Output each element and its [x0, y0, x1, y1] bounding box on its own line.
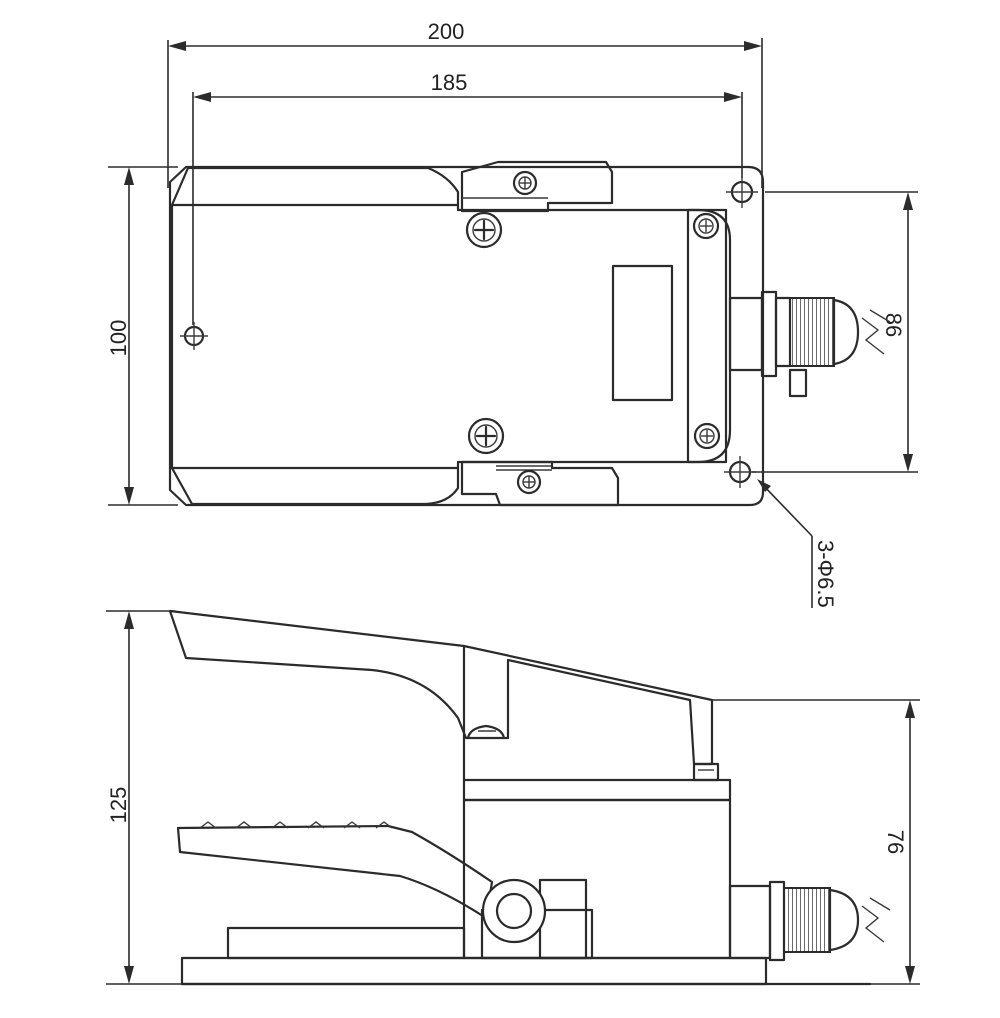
- label-window: [611, 264, 674, 402]
- mounting-hole-top-right: [726, 176, 758, 208]
- dim-125-label: 125: [106, 787, 131, 824]
- dim-100: 100: [106, 166, 178, 506]
- screw-bottom-pedal: [467, 417, 505, 455]
- base-plate-side: [180, 956, 768, 986]
- dim-200: 200: [167, 19, 763, 188]
- treadle: [176, 821, 494, 920]
- dim-86: 86: [752, 191, 918, 473]
- top-hinge-bracket: [460, 160, 614, 213]
- switch-box: [686, 208, 732, 464]
- dim-100-label: 100: [106, 320, 131, 357]
- dim-76-label: 76: [883, 830, 908, 854]
- dim-86-label: 86: [881, 313, 906, 337]
- screw-box-top: [692, 212, 720, 240]
- screw-top-bracket: [512, 170, 538, 196]
- support-block: [226, 926, 466, 960]
- bottom-hinge-bracket: [460, 460, 620, 507]
- mounting-hole-bottom-right: [724, 456, 756, 488]
- top-view: 200 185 100 86: [106, 19, 918, 608]
- pedal-outline: [170, 166, 728, 506]
- side-view: 125 76: [106, 609, 920, 986]
- screw-top-pedal: [465, 211, 503, 249]
- base-plate-outline: [168, 165, 765, 507]
- cable-gland-top: [728, 290, 891, 398]
- dim-76: 76: [712, 699, 920, 985]
- hole-callout: 3-Φ6.5: [757, 479, 838, 608]
- guard-cover: [168, 609, 714, 766]
- dim-200-label: 200: [428, 19, 465, 44]
- hole-callout-label: 3-Φ6.5: [813, 540, 838, 608]
- cable-gland-side: [728, 880, 891, 962]
- dim-125: 125: [106, 610, 182, 985]
- screw-box-bottom: [693, 422, 721, 450]
- housing-cap: [462, 778, 732, 802]
- dim-185: 185: [192, 70, 743, 325]
- mounting-hole-left: [180, 322, 208, 350]
- dim-185-label: 185: [431, 70, 468, 95]
- hinge-boss: [480, 878, 594, 960]
- screw-bottom-bracket: [516, 469, 542, 495]
